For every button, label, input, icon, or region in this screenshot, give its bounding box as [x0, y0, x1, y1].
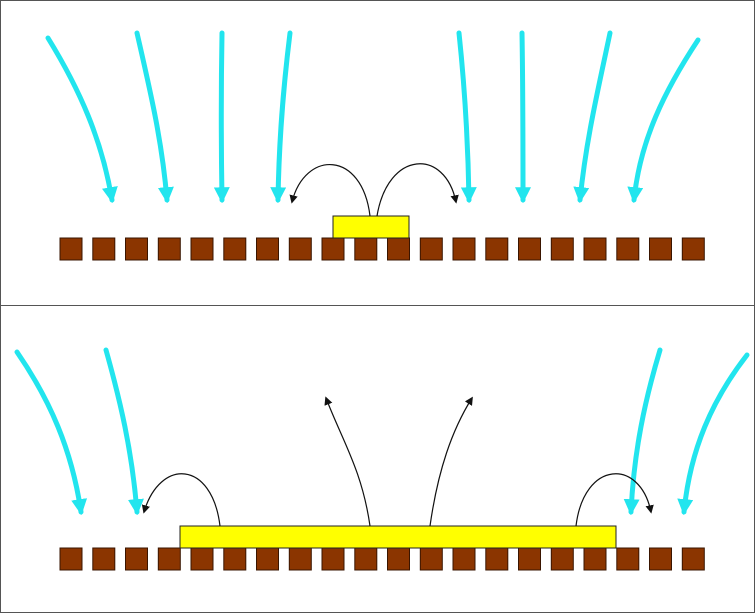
- top-tile-1: [59, 237, 83, 261]
- top-cyan-arrow-3: [213, 30, 230, 204]
- top-cyan-arrow-5: [456, 30, 477, 204]
- top-cyan-arrows: [45, 30, 701, 204]
- bottom-tile-row: [59, 547, 705, 571]
- bottom-tile-1: [59, 547, 83, 571]
- bottom-tile-13: [452, 547, 476, 571]
- top-yellow-bar: [332, 215, 410, 239]
- bottom-black-arrow-left-loop: [141, 473, 221, 527]
- bottom-tile-12: [419, 547, 443, 571]
- top-tile-13: [452, 237, 476, 261]
- bottom-tile-18: [616, 547, 640, 571]
- bottom-tile-2: [92, 547, 116, 571]
- top-tile-10: [354, 237, 378, 261]
- bottom-tile-4: [157, 547, 181, 571]
- bottom-cyan-arrow-4: [677, 352, 750, 516]
- top-tile-5: [190, 237, 214, 261]
- top-tile-14: [485, 237, 509, 261]
- top-tile-18: [616, 237, 640, 261]
- bottom-tile-9: [321, 547, 345, 571]
- top-tile-20: [681, 237, 705, 261]
- top-tile-row: [59, 237, 705, 261]
- top-tile-17: [583, 237, 607, 261]
- bottom-yellow-bar: [179, 525, 617, 549]
- bottom-tile-15: [518, 547, 541, 571]
- bottom-tile-11: [387, 547, 410, 571]
- bottom-cyan-arrow-3: [623, 347, 663, 516]
- top-black-arrows: [289, 163, 459, 217]
- top-black-arrow-left: [289, 164, 371, 217]
- bottom-panel: [14, 347, 750, 571]
- bottom-tile-3: [125, 547, 148, 571]
- bottom-black-arrow-up-right: [429, 396, 473, 527]
- bottom-cyan-arrows: [14, 347, 750, 516]
- bottom-cyan-arrow-2: [103, 347, 144, 516]
- top-cyan-arrow-8: [627, 37, 701, 204]
- top-cyan-arrow-2: [134, 30, 174, 204]
- bottom-tile-8: [288, 547, 312, 571]
- top-tile-8: [288, 237, 312, 261]
- top-tile-12: [419, 237, 443, 261]
- bottom-tile-17: [583, 547, 607, 571]
- top-panel: [45, 30, 705, 261]
- bottom-tile-16: [550, 547, 574, 571]
- top-tile-16: [550, 237, 574, 261]
- top-tile-6: [223, 237, 247, 261]
- top-black-arrow-right: [376, 163, 459, 217]
- bottom-tile-7: [256, 547, 279, 571]
- bottom-tile-10: [354, 547, 378, 571]
- bottom-tile-14: [485, 547, 509, 571]
- top-tile-15: [518, 237, 541, 261]
- top-tile-19: [649, 237, 672, 261]
- top-cyan-arrow-4: [270, 30, 293, 204]
- bottom-black-arrow-up-left: [324, 396, 371, 527]
- top-cyan-arrow-7: [573, 30, 613, 204]
- bottom-tile-19: [649, 547, 672, 571]
- top-tile-3: [125, 237, 148, 261]
- top-tile-11: [387, 237, 410, 261]
- top-cyan-arrow-6: [514, 30, 532, 204]
- top-tile-9: [321, 237, 345, 261]
- bottom-black-arrows: [141, 396, 654, 527]
- bottom-black-arrow-right-loop: [575, 473, 654, 527]
- bottom-tile-20: [681, 547, 705, 571]
- bottom-tile-6: [223, 547, 247, 571]
- top-tile-4: [157, 237, 181, 261]
- top-tile-7: [256, 237, 279, 261]
- top-tile-2: [92, 237, 116, 261]
- top-cyan-arrow-1: [45, 35, 118, 204]
- bottom-tile-5: [190, 547, 214, 571]
- bottom-cyan-arrow-1: [14, 349, 88, 516]
